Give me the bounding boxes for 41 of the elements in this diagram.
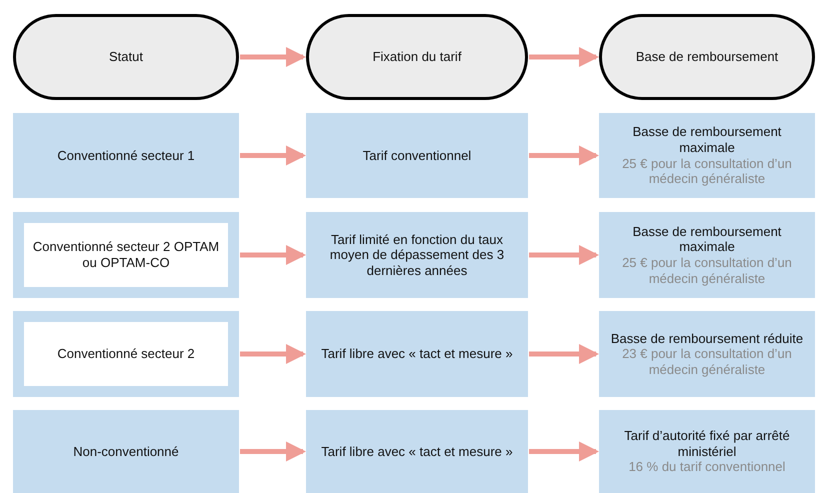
process-box bbox=[599, 410, 815, 493]
box-title: Tarif limité en fonction du taux moyen de dépassement des 3 dernières années bbox=[328, 232, 506, 278]
arrow bbox=[240, 245, 306, 265]
arrow bbox=[240, 442, 306, 462]
arrow bbox=[529, 146, 599, 166]
arrow bbox=[529, 344, 599, 364]
box-title: Tarif libre avec « tact et mesure » bbox=[321, 346, 513, 362]
box-note: 25 € pour la consultation d’un médecin généraliste bbox=[621, 156, 793, 187]
box-title: Basse de remboursement réduite bbox=[610, 330, 804, 346]
box-title: Tarif d’autorité fixé par arrêté ministériel bbox=[623, 428, 791, 460]
box-title: Fixation du tarif bbox=[372, 49, 462, 65]
box-title: Statut bbox=[109, 49, 143, 65]
process-box bbox=[13, 311, 239, 397]
box-note: 23 € pour la consultation d’un médecin généraliste bbox=[621, 346, 793, 378]
process-box bbox=[306, 311, 528, 397]
box-title: Conventionné secteur 2 bbox=[57, 346, 195, 362]
box-title: Basse de remboursement maximale bbox=[632, 124, 782, 156]
box-note: 16 % du tarif conventionnel bbox=[628, 459, 786, 475]
box-title: Non-conventionné bbox=[73, 444, 179, 460]
process-box bbox=[306, 113, 528, 198]
process-box bbox=[599, 113, 815, 198]
box-title: Tarif libre avec « tact et mesure » bbox=[321, 444, 513, 460]
box-title: Tarif conventionnel bbox=[362, 148, 472, 164]
process-box bbox=[599, 311, 815, 397]
process-box bbox=[13, 212, 239, 298]
arrow bbox=[529, 442, 599, 462]
arrow bbox=[529, 47, 599, 67]
box-title: Base de remboursement bbox=[636, 49, 778, 65]
arrow bbox=[529, 245, 599, 265]
arrow bbox=[240, 344, 306, 364]
process-box bbox=[599, 212, 815, 298]
box-title: Basse de remboursement maximale bbox=[632, 224, 782, 255]
arrow bbox=[240, 47, 306, 67]
process-box bbox=[306, 410, 528, 493]
box-title: Conventionné secteur 2 OPTAM ou OPTAM-CO bbox=[32, 239, 220, 271]
process-box bbox=[13, 410, 239, 493]
process-box bbox=[306, 212, 528, 298]
process-box bbox=[13, 113, 239, 198]
arrow bbox=[240, 146, 306, 166]
box-note: 25 € pour la consultation d’un médecin généraliste bbox=[621, 255, 793, 286]
box-title: Conventionné secteur 1 bbox=[57, 148, 195, 164]
